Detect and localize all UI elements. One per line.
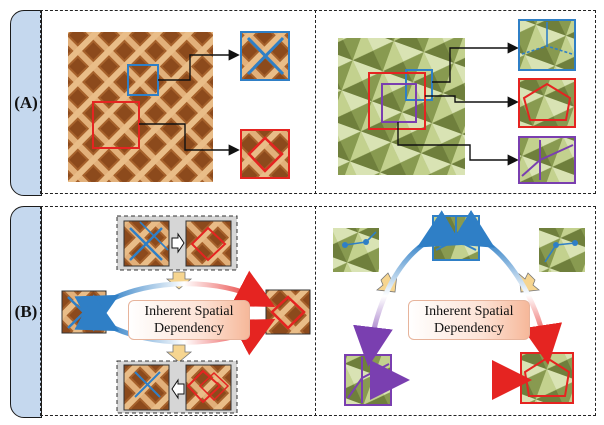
mesh-purple-link xyxy=(397,122,519,166)
mesh-red-crop xyxy=(368,72,426,130)
blue-purple-arc xyxy=(353,210,462,367)
right-red-node xyxy=(265,289,311,335)
down-arrow-bottom xyxy=(165,344,193,363)
right-caption-line-2: Dependency xyxy=(434,321,504,336)
waffle-red-link xyxy=(139,123,240,156)
left-caption: Inherent Spatial Dependency xyxy=(128,300,250,340)
panel-b xyxy=(40,206,596,416)
mesh-purple-patch xyxy=(518,136,576,184)
waffle-red-crop xyxy=(92,101,140,149)
mesh-image xyxy=(338,38,465,175)
blue-red-arc xyxy=(450,209,563,365)
mesh-red-patch xyxy=(518,78,576,128)
right-right-mesh-node xyxy=(539,228,585,272)
waffle-blue-link xyxy=(158,49,240,81)
bottom-pair xyxy=(116,360,238,414)
panel-b-divider xyxy=(315,206,316,416)
row-a-label: (A) xyxy=(14,93,38,112)
row-b-tab: (B) xyxy=(10,206,42,418)
mesh-purple-crop xyxy=(381,83,417,123)
mesh-red-link xyxy=(425,95,519,108)
right-purple-node xyxy=(344,354,392,406)
right-red-mesh-node xyxy=(520,352,574,404)
right-caption: Inherent Spatial Dependency xyxy=(408,300,530,340)
left-caption-line-1: Inherent Spatial xyxy=(144,304,234,319)
top-pair xyxy=(116,215,238,271)
left-blue-node xyxy=(61,290,107,334)
waffle-red-patch xyxy=(240,129,290,179)
waffle-blue-patch xyxy=(240,31,290,81)
panel-a xyxy=(40,10,596,194)
panel-a-divider xyxy=(315,10,316,194)
mesh-blue-link xyxy=(432,42,519,83)
right-left-mesh-node xyxy=(333,228,379,272)
left-caption-line-2: Dependency xyxy=(154,321,224,336)
right-top-blue-node xyxy=(432,215,480,261)
mesh-blue-patch xyxy=(518,19,576,71)
row-a-tab: (A) xyxy=(10,10,42,196)
row-b-label: (B) xyxy=(14,302,38,321)
right-caption-line-1: Inherent Spatial xyxy=(424,304,514,319)
